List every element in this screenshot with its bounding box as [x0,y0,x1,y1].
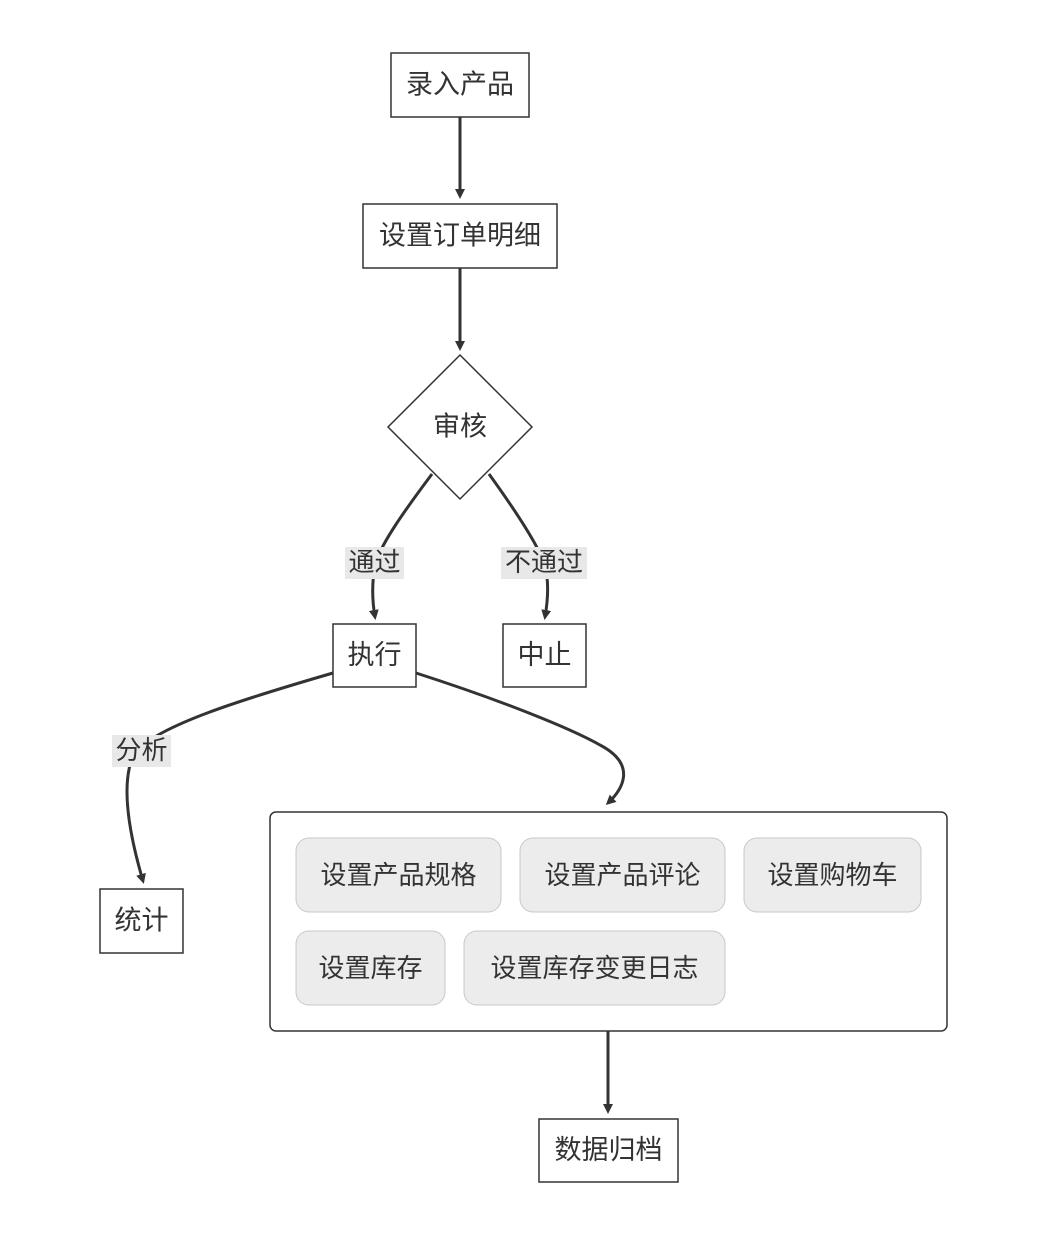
edge-label-fail-text: 不通过 [505,548,583,578]
node-entry[interactable]: 录入产品 [390,52,530,118]
group-item-inventory-log[interactable]: 设置库存变更日志 [463,930,726,1006]
node-execute-label: 执行 [348,640,402,671]
edge-execute-to-group [415,671,625,806]
edge-label-analyze: 分析 [112,735,171,767]
edge-review-to-execute [368,473,434,620]
edge-label-analyze-text: 分析 [115,736,167,766]
node-entry-label: 录入产品 [406,70,514,101]
node-stats[interactable]: 统计 [99,888,184,954]
node-order-detail-label: 设置订单明细 [379,221,541,252]
node-abort-label: 中止 [518,640,572,671]
node-review-label: 审核 [433,412,487,443]
node-order-detail[interactable]: 设置订单明细 [362,203,558,269]
node-archive[interactable]: 数据归档 [538,1118,679,1183]
node-stats-label: 统计 [115,906,169,937]
group-item-label: 设置产品规格 [320,861,476,891]
edge-label-pass-text: 通过 [348,548,400,578]
group-item-product-review[interactable]: 设置产品评论 [519,837,726,913]
node-execute[interactable]: 执行 [332,623,417,688]
group-item-product-spec[interactable]: 设置产品规格 [295,837,502,913]
group-item-label: 设置库存变更日志 [490,954,698,984]
group-item-label: 设置产品评论 [544,861,700,891]
edge-label-pass: 通过 [345,547,404,579]
node-review-decision[interactable]: 审核 [386,353,534,501]
group-item-inventory[interactable]: 设置库存 [295,930,446,1006]
group-item-label: 设置库存 [318,954,422,984]
group-item-label: 设置购物车 [767,861,897,891]
edge-label-fail: 不通过 [501,547,587,579]
settings-group: 设置产品规格 设置产品评论 设置购物车 设置库存 设置库存变更日志 [269,811,948,1032]
node-abort[interactable]: 中止 [502,623,587,688]
node-archive-label: 数据归档 [555,1135,663,1166]
edge-review-to-abort [487,473,552,620]
group-item-shopping-cart[interactable]: 设置购物车 [743,837,922,913]
